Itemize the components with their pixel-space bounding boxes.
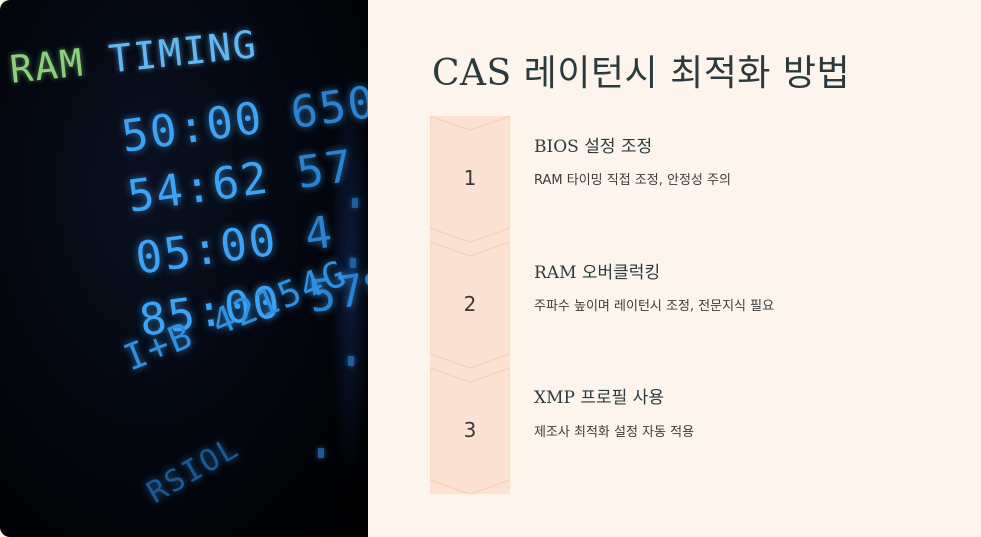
display-row-3-left: 05:00: [132, 214, 281, 285]
display-dot: [352, 198, 358, 208]
step-2-number: 2: [463, 292, 477, 316]
display-title-timing: TIMING: [106, 22, 260, 82]
step-2-title: RAM 오버클럭킹: [534, 263, 661, 283]
display-title-ram: RAM: [7, 40, 87, 92]
display-dot: [348, 356, 354, 366]
display-row-6: RSIOL: [141, 430, 246, 511]
step-3-number: 3: [463, 418, 477, 442]
display-row-2-right: 57: [293, 140, 358, 199]
display-row-1-right: 650: [287, 76, 368, 139]
display-glow: [330, 60, 368, 480]
step-2-description: 주파수 높이며 레이턴시 조정, 전문지식 필요: [534, 299, 775, 314]
display-dot: [318, 448, 324, 458]
step-3-title: XMP 프로필 사용: [534, 388, 664, 408]
display-title: RAM TIMING: [8, 22, 260, 92]
display-row-1-left: 50:00: [118, 92, 267, 163]
ram-timing-display-image: RAM TIMING 50:00 650 54:62 57 05:00 4 85…: [0, 0, 368, 537]
page-title: CAS 레이턴시 최적화 방법: [432, 53, 851, 94]
step-2-chevron: 2: [430, 242, 510, 368]
step-1-description: RAM 타이밍 직접 조정, 안정성 주의: [534, 173, 731, 188]
display-dot: [350, 258, 356, 268]
step-3-chevron: 3: [430, 368, 510, 494]
display-row-2-left: 54:62: [124, 152, 273, 223]
chevron-shape: [430, 368, 510, 494]
chevron-shape: [430, 242, 510, 368]
step-1-chevron: 1: [430, 116, 510, 242]
chevron-shape: [430, 116, 510, 242]
step-3-description: 제조사 최적화 설정 자동 적용: [534, 425, 695, 440]
step-1-number: 1: [463, 166, 477, 190]
step-1-title: BIOS 설정 조정: [534, 137, 653, 157]
